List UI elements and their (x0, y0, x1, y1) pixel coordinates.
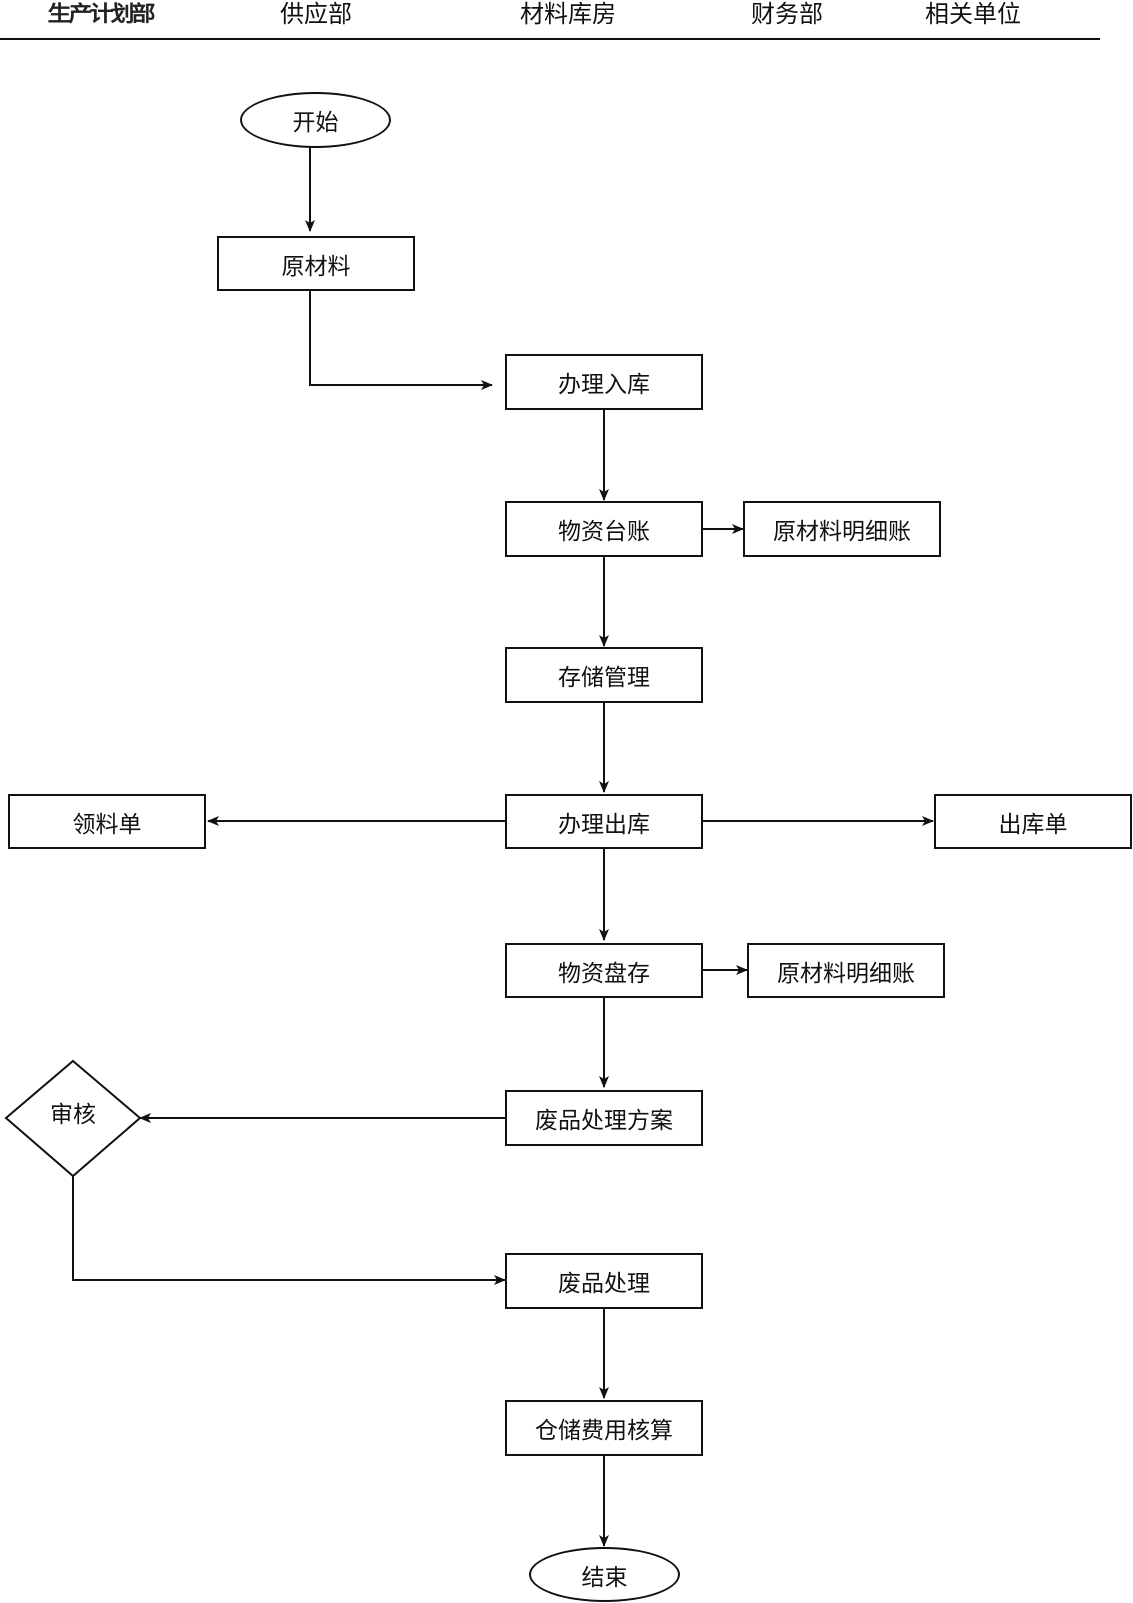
edge-raw-to-inbound (309, 288, 493, 390)
review-diamond (4, 1059, 142, 1178)
raw-material-node: 原材料 (217, 236, 415, 291)
edge-review-to-waste (72, 1176, 506, 1285)
waste-handling-node: 废品处理 (505, 1253, 703, 1309)
ledger-node: 物资台账 (505, 501, 703, 557)
start-node: 开始 (240, 92, 391, 148)
lane-header-production: 生产计划部 (47, 0, 156, 27)
waste-plan-node: 废品处理方案 (505, 1090, 703, 1146)
storage-node: 存储管理 (505, 647, 703, 703)
outbound-node: 办理出库 (505, 794, 703, 849)
inventory-node: 物资盘存 (505, 943, 703, 998)
raw-detail-ledger-node-1: 原材料明细账 (743, 501, 941, 557)
cost-accounting-node: 仓储费用核算 (505, 1400, 703, 1456)
swimlane-header: 生产计划部 供应部 材料库房 财务部 相关单位 (0, 0, 1100, 40)
lane-header-related: 相关单位 (925, 0, 1021, 28)
lane-header-finance: 财务部 (751, 0, 823, 28)
inbound-node: 办理入库 (505, 354, 703, 410)
raw-detail-ledger-node-2: 原材料明细账 (747, 943, 945, 998)
requisition-node: 领料单 (8, 794, 206, 849)
lane-header-supply: 供应部 (280, 0, 352, 28)
lane-header-warehouse: 材料库房 (520, 0, 616, 28)
end-node: 结束 (529, 1547, 680, 1602)
review-node-label: 审核 (50, 1102, 96, 1128)
outbound-slip-node: 出库单 (934, 794, 1132, 849)
